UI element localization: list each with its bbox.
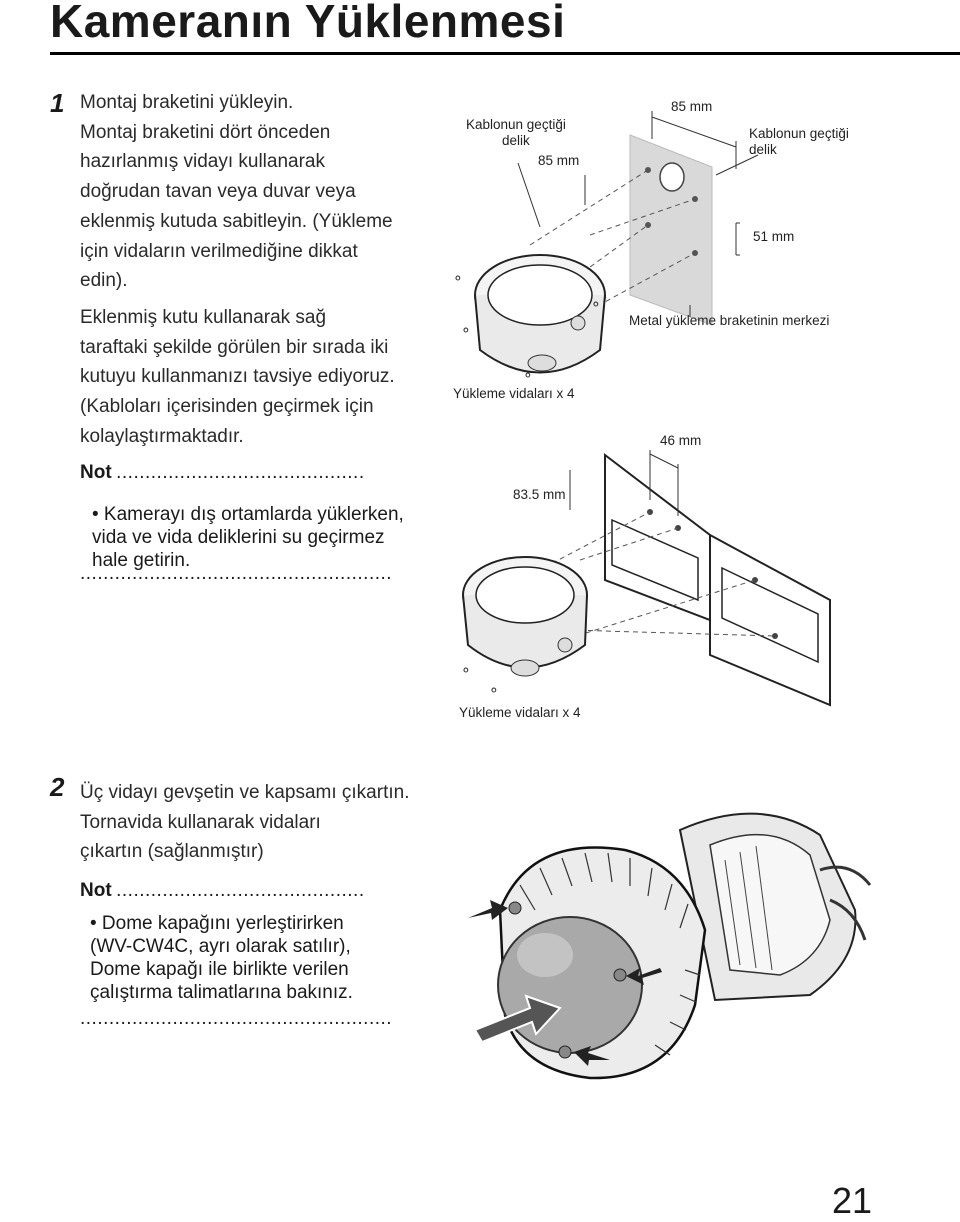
step-2-note-body: • Dome kapağını yerleştirirken (WV-CW4C,… [90, 912, 353, 1004]
cover-screw [613, 968, 627, 982]
svg-text:⚬: ⚬ [460, 322, 472, 338]
bracket-cable-hole [659, 162, 685, 192]
step-1-line: edin). [80, 270, 128, 292]
dome-cover [497, 916, 643, 1054]
cable-hole-label-left: Kablonun geçtiği delik [466, 117, 566, 148]
step-1-line: kutuyu kullanmanızı tavsiye ediyoruz. [80, 366, 395, 388]
note-dots: ........................................… [116, 462, 365, 483]
leader-line [517, 162, 541, 228]
note-line: • Dome kapağını yerleştirirken [90, 913, 344, 934]
note-line: vida ve vida deliklerini su geçirmez [92, 527, 385, 548]
step-1-line: Montaj braketini yükleyin. [80, 92, 294, 113]
removal-arrow [473, 994, 562, 1044]
step-1-line: doğrudan tavan veya duvar veya [80, 181, 356, 203]
step-1-line: (Kabloları içerisinden geçirmek için [80, 396, 374, 418]
dim-85mm-top: 85 mm [671, 99, 713, 114]
mounting-bracket-plate [629, 134, 713, 326]
svg-text:⚬: ⚬ [460, 662, 472, 678]
svg-text:⚬: ⚬ [452, 270, 464, 286]
step-2-line: Tornavida kullanarak vidaları [80, 811, 321, 833]
note-label: Not [80, 880, 112, 901]
step-1-note-body: • Kamerayı dış ortamlarda yüklerken, vid… [92, 503, 404, 572]
screw-arrow [468, 900, 508, 920]
note-label: Not [80, 462, 112, 483]
step-1-line: taraftaki şekilde görülen bir sırada iki [80, 336, 389, 358]
note-line: (WV-CW4C, ayrı olarak satılır), [90, 936, 351, 957]
screw-arrow [626, 968, 662, 985]
svg-text:⚬: ⚬ [488, 682, 500, 698]
note-line: Dome kapağı ile birlikte verilen [90, 959, 349, 980]
title-rule [50, 52, 960, 55]
mounting-diagram-double-box: ⚬ ⚬ [460, 450, 831, 707]
cover-screw [558, 1045, 572, 1059]
step-1-line: eklenmiş kutuda sabitleyin. (Yükleme [80, 210, 393, 232]
step-1-paragraph: Montaj braketini yükleyin. Montaj braket… [80, 88, 393, 296]
mounting-screws-label-bottom: Yükleme vidaları x 4 [459, 705, 581, 720]
step-2-note-heading: Not ....................................… [80, 880, 365, 902]
step-2-line: çıkartın (sağlanmıştır) [80, 841, 264, 863]
dim-51mm: 51 mm [753, 229, 795, 244]
page-number: 21 [831, 1180, 872, 1221]
step-1-paragraph-2: Eklenmiş kutu kullanarak sağ taraftaki ş… [80, 303, 395, 452]
cover-screw [508, 901, 522, 915]
step-1-line: kolaylaştırmaktadır. [80, 425, 244, 447]
screw-arrow [574, 1046, 610, 1066]
svg-text:⚬: ⚬ [522, 367, 534, 383]
mounting-screws-label-top: Yükleme vidaları x 4 [453, 386, 575, 401]
step-1-line: için vidaların verilmediğine dikkat [80, 240, 358, 262]
step-2-number: 2 [50, 772, 65, 802]
note-end-dots: ........................................… [80, 563, 393, 584]
svg-text:⚬: ⚬ [590, 296, 602, 312]
step-1-line: Eklenmiş kutu kullanarak sağ [80, 307, 327, 328]
mounting-diagram-single-box: ⚬ ⚬ ⚬ ⚬ [452, 111, 759, 383]
dim-46mm: 46 mm [660, 433, 702, 448]
step-1-line: hazırlanmış vidayı kullanarak [80, 151, 325, 173]
note-end-dots: ........................................… [80, 1008, 393, 1029]
cable-hole-label-right: Kablonun geçtiği delik [749, 126, 849, 157]
bracket-center-label: Metal yükleme braketinin merkezi [629, 313, 830, 328]
camera-dome-removal-illustration [468, 812, 872, 1080]
note-line: hale getirin. [92, 550, 191, 571]
step-1-number: 1 [50, 88, 65, 118]
dim-85mm-left: 85 mm [538, 153, 580, 168]
step-2-paragraph: Üç vidayı gevşetin ve kapsamı çıkartın. … [80, 778, 409, 867]
note-line: çalıştırma talimatlarına bakınız. [90, 982, 353, 1003]
step-1-line: Montaj braketini dört önceden [80, 121, 331, 143]
dim-83-5mm: 83.5 mm [513, 487, 566, 502]
page-title: Kameranın Yüklenmesi [50, 0, 566, 47]
step-2-line: Üç vidayı gevşetin ve kapsamı çıkartın. [80, 782, 410, 803]
step-1-note-heading: Not ....................................… [80, 462, 365, 484]
note-line: • Kamerayı dış ortamlarda yüklerken, [92, 504, 404, 525]
leader-line [715, 154, 759, 176]
note-dots: ........................................… [116, 880, 365, 901]
